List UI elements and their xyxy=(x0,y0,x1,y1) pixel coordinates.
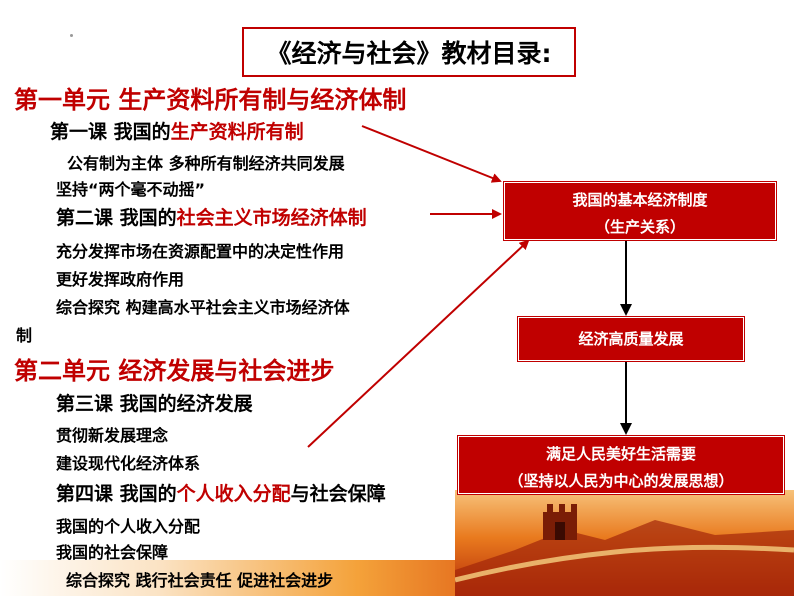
great-wall-image xyxy=(455,490,794,596)
lesson-4: 第四课 我国的个人收入分配与社会保障 xyxy=(56,479,386,506)
lesson-1-highlight: 生产资料所有制 xyxy=(170,121,304,143)
outline-item: 贯彻新发展理念 xyxy=(56,426,169,445)
box1-line1: 我国的基本经济制度 xyxy=(572,191,708,209)
lesson-1-prefix: 第一课 我国的 xyxy=(50,121,171,143)
outline-item: 综合探究 构建高水平社会主义市场经济体 xyxy=(56,298,350,317)
flow-box-high-quality-development: 经济高质量发展 xyxy=(518,317,744,361)
outline-item: 综合探究 践行社会责任 促进社会进步 xyxy=(66,571,334,590)
outline-item: 我国的社会保障 xyxy=(56,543,169,562)
outline-item: 公有制为主体 多种所有制经济共同发展 xyxy=(67,154,345,173)
lesson-4-suffix: 与社会保障 xyxy=(290,483,386,505)
box3-line1: 满足人民美好生活需要 xyxy=(545,445,696,463)
lesson-1: 第一课 我国的生产资料所有制 xyxy=(50,117,304,144)
flow-box-basic-economic-system: 我国的基本经济制度 （生产关系） xyxy=(504,182,776,240)
lesson-4-highlight: 个人收入分配 xyxy=(176,483,291,505)
box1-line2: （生产关系） xyxy=(594,218,685,236)
outline-item: 坚持“两个毫不动摇” xyxy=(56,180,206,199)
lesson-2-prefix: 第二课 我国的 xyxy=(56,207,177,229)
box3-line2: （坚持以人民为中心的发展思想） xyxy=(508,472,734,490)
page-title: 《经济与社会》教材目录: xyxy=(242,27,576,77)
outline-item: 充分发挥市场在资源配置中的决定性作用 xyxy=(56,242,345,261)
flow-box-peoples-needs: 满足人民美好生活需要 （坚持以人民为中心的发展思想） xyxy=(458,436,784,494)
decor-dot xyxy=(70,34,73,37)
lesson-4-prefix: 第四课 我国的 xyxy=(56,483,177,505)
great-wall-graphic xyxy=(455,504,794,596)
outline-item: 我国的个人收入分配 xyxy=(56,517,201,536)
outline-item: 建设现代化经济体系 xyxy=(56,454,201,473)
arrow-lesson1-to-box1 xyxy=(361,125,502,183)
arrow-lesson4-to-box1 xyxy=(307,239,530,448)
lesson-3: 第三课 我国的经济发展 xyxy=(56,393,253,415)
unit-2-heading: 第二单元 经济发展与社会进步 xyxy=(14,357,335,385)
unit-1-heading: 第一单元 生产资料所有制与经济体制 xyxy=(14,86,407,114)
outline-item: 制 xyxy=(16,326,33,345)
outline-item: 更好发挥政府作用 xyxy=(56,270,185,289)
lesson-2: 第二课 我国的社会主义市场经济体制 xyxy=(56,203,367,230)
lesson-2-highlight: 社会主义市场经济体制 xyxy=(176,207,367,229)
